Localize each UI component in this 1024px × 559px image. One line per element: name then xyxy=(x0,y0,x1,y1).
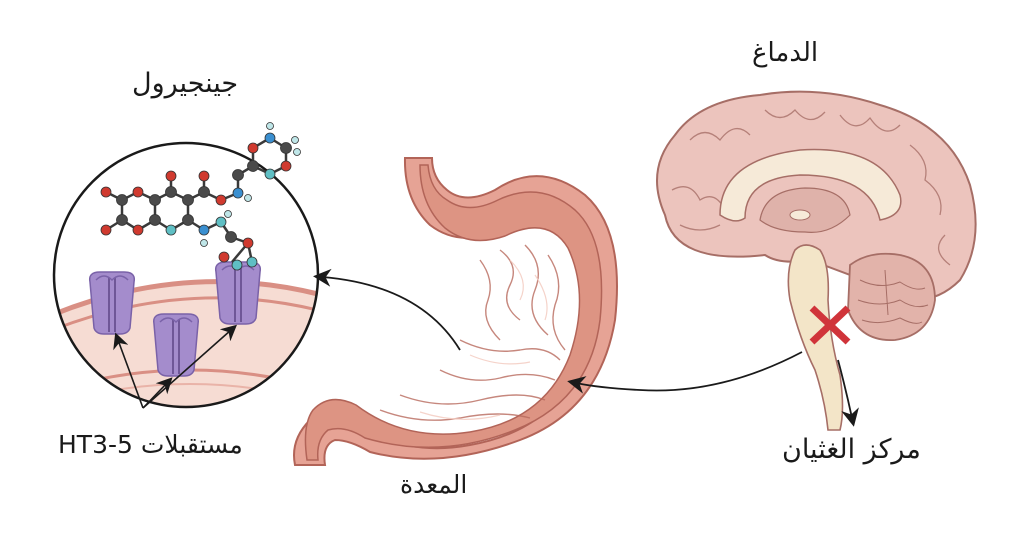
brain-sagittal-icon xyxy=(656,90,977,431)
stomach-cross-section-icon xyxy=(293,157,618,466)
receptor-pointer-arrows xyxy=(113,324,237,409)
brain-to-stomach-arrow xyxy=(567,351,803,394)
5-ht3-receptor-icon xyxy=(152,313,200,377)
stomach-label: المعدة xyxy=(400,470,468,499)
brain-to-vomiting-center-arrow xyxy=(837,359,859,427)
5-ht3-receptor-icon xyxy=(214,261,262,325)
brain-label: الدماغ xyxy=(752,38,819,68)
zoom-circle xyxy=(52,141,320,409)
stomach-to-receptors-arrow xyxy=(313,268,461,351)
5-ht3-receptors-label: مستقبلات 5-HT3 xyxy=(58,430,243,459)
red-x-block-icon xyxy=(809,305,851,345)
vomiting-center-label: مركز الغثيان xyxy=(782,434,921,465)
gingerol-atoms xyxy=(100,122,301,271)
gingerol-label: جينجيرول xyxy=(132,68,239,99)
5-ht3-receptor-icon xyxy=(88,271,136,335)
